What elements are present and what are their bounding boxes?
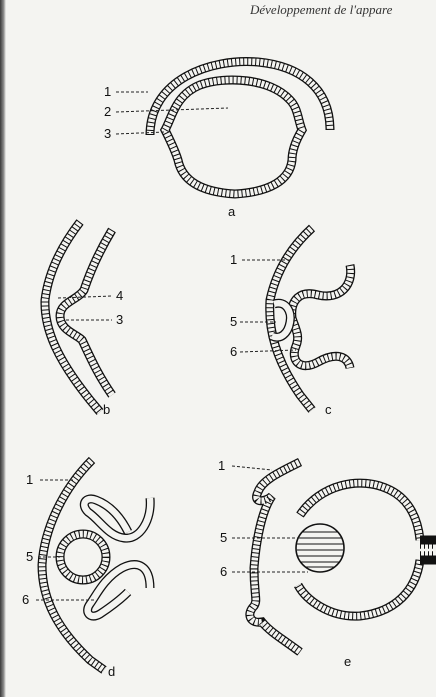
panel-d: 1 5 6 d <box>22 460 150 679</box>
panel-b-ectoderm <box>45 222 100 412</box>
panel-a: 1 2 3 a <box>104 62 330 219</box>
panel-a-marker-3: 3 <box>104 126 111 141</box>
panel-b-letter: b <box>103 402 110 417</box>
panel-c-marker-6: 6 <box>230 344 237 359</box>
panel-a-letter: a <box>228 204 236 219</box>
panel-c-optic-cup <box>292 265 351 368</box>
panel-b-marker-4: 4 <box>116 288 123 303</box>
panel-e-marker-6: 6 <box>220 564 227 579</box>
panel-a-marker-2: 2 <box>104 104 111 119</box>
panel-c-letter: c <box>325 402 332 417</box>
panel-d-marker-1: 1 <box>26 472 33 487</box>
panel-b-marker-3: 3 <box>116 312 123 327</box>
panel-e-marker-1: 1 <box>218 458 225 473</box>
panel-e-letter: e <box>344 654 351 669</box>
panel-d-letter: d <box>108 664 115 679</box>
panel-e-marker-5: 5 <box>220 530 227 545</box>
panel-b: 4 3 b <box>45 222 123 417</box>
panel-e: 1 5 6 e <box>218 458 436 669</box>
panel-d-marker-5: 5 <box>26 549 33 564</box>
panel-c-marker-1: 1 <box>230 252 237 267</box>
panel-a-marker-1: 1 <box>104 84 111 99</box>
panel-e-lens <box>296 524 344 572</box>
panel-c-marker-5: 5 <box>230 314 237 329</box>
panel-c: 1 5 6 c <box>230 228 351 417</box>
panel-d-marker-6: 6 <box>22 592 29 607</box>
